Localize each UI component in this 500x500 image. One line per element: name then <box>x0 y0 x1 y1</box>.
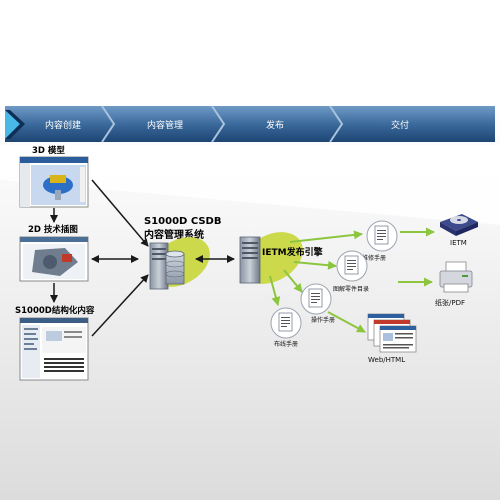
output-label-paper: 纸张/PDF <box>435 298 465 307</box>
printer-icon <box>439 261 473 293</box>
3d-model-thumbnail <box>19 156 89 208</box>
stage-label-create: 内容创建 <box>45 119 81 131</box>
arrow-engine-to-ipc <box>293 260 337 270</box>
stage-banner: 内容创建 内容管理 发布 交付 <box>5 105 495 143</box>
source-label-structured-content: S1000D结构化内容 <box>15 305 95 316</box>
ipc-manual-icon <box>336 250 368 282</box>
ietm-disc-icon <box>440 214 478 236</box>
stage-label-manage: 内容管理 <box>147 119 183 131</box>
web-pages-icon <box>367 313 417 353</box>
maintenance-manual-icon <box>366 220 398 252</box>
output-label-ietm: IETM <box>450 239 467 247</box>
structured-content-thumbnail <box>19 317 89 381</box>
manual-label-wiring: 布线手册 <box>274 340 298 348</box>
source-label-3d-model: 3D 模型 <box>32 145 65 156</box>
stage-separator <box>211 105 226 143</box>
csdb-title-line1: S1000D CSDB <box>144 216 221 227</box>
engine-server-icon <box>239 236 261 284</box>
arrow-structured-to-csdb <box>91 274 149 337</box>
arrow-3d-to-csdb <box>91 179 149 247</box>
stage-separator <box>329 105 344 143</box>
arrow-engine-to-maintenance <box>289 230 363 243</box>
stage-label-publish: 发布 <box>266 119 284 131</box>
engine-label: IETM发布引擎 <box>262 246 323 258</box>
operation-manual-icon <box>300 283 332 315</box>
arrow-to-web <box>327 311 366 333</box>
wiring-manual-icon <box>270 307 302 339</box>
source-label-2d-illustration: 2D 技术插图 <box>28 224 78 235</box>
2d-illustration-thumbnail <box>19 236 89 282</box>
manual-label-maintenance: 维修手册 <box>362 254 386 262</box>
manual-label-ipc: 图解零件目录 <box>333 285 369 293</box>
output-label-web: Web/HTML <box>368 356 405 364</box>
manual-label-operation: 操作手册 <box>311 316 335 324</box>
arrow-engine-to-wiring <box>269 275 281 306</box>
banner-start-marker <box>5 110 20 139</box>
csdb-server-icon <box>149 242 185 290</box>
arrow-engine-to-operation <box>283 269 303 293</box>
stage-separator <box>101 105 116 143</box>
stage-label-deliver: 交付 <box>391 119 409 131</box>
